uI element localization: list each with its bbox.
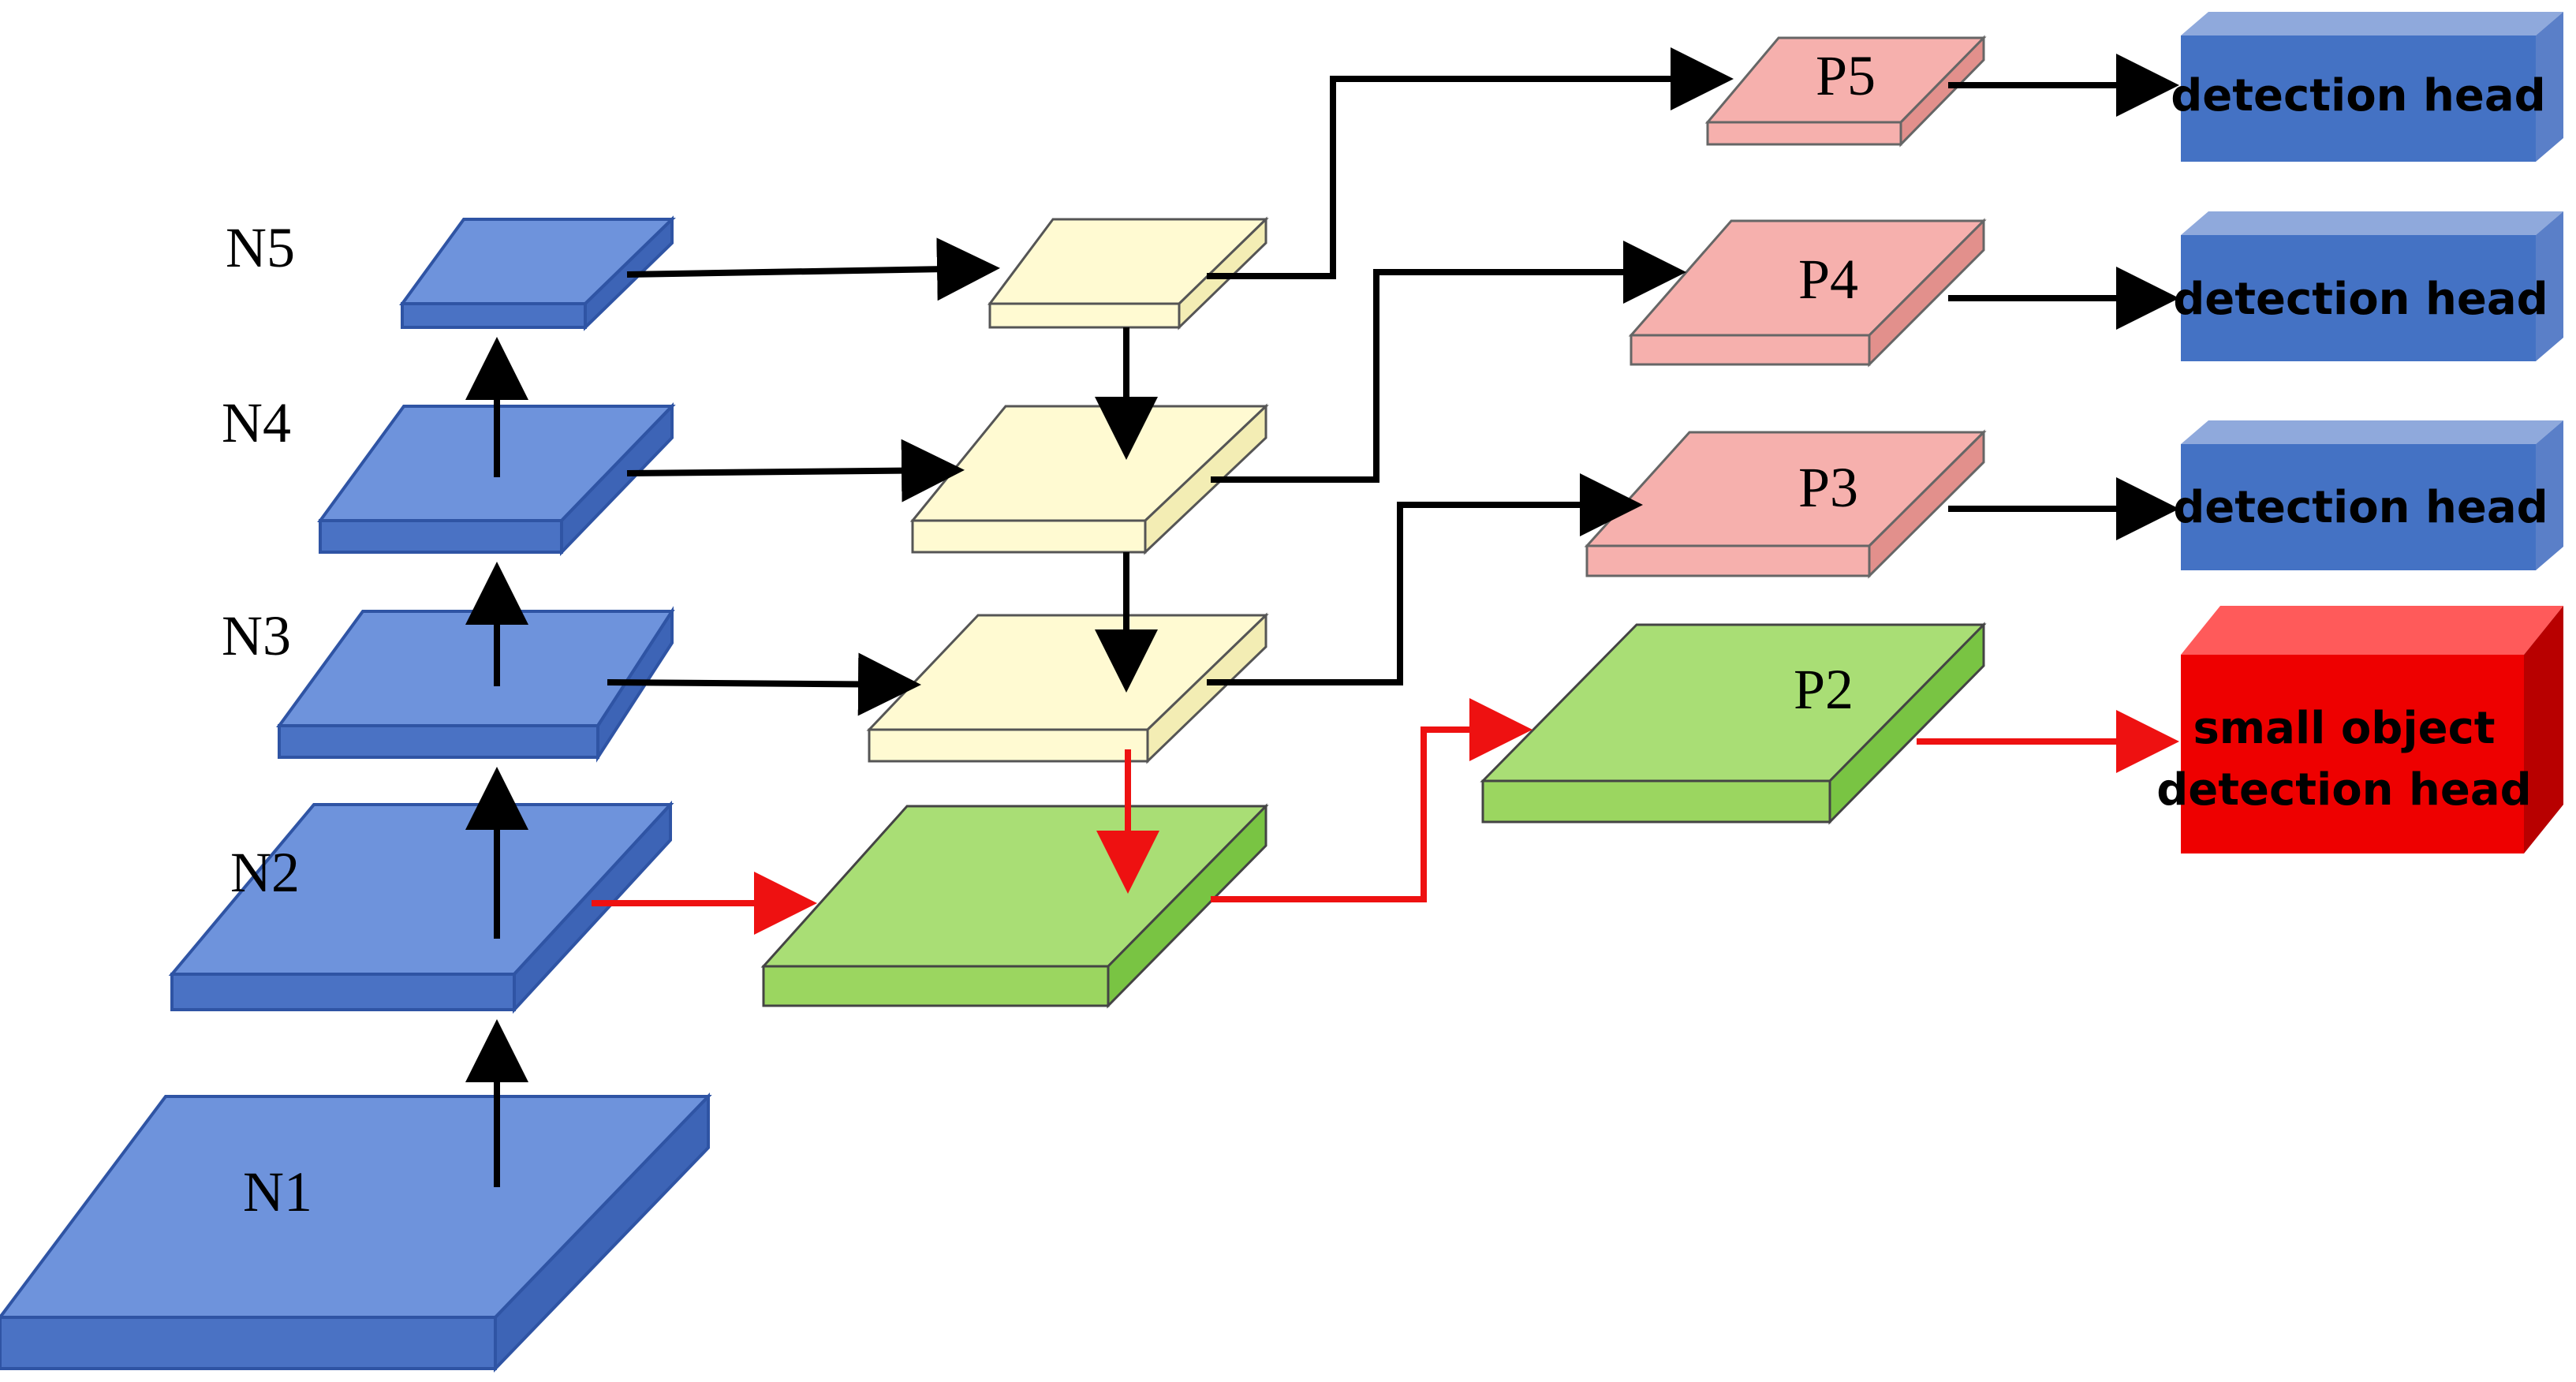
small-object-detection-head: small object detection head <box>2156 606 2563 853</box>
label-p2: P2 <box>1794 658 1854 721</box>
backbone-block-n2: N2 <box>168 800 674 1014</box>
label-n5: N5 <box>226 216 295 279</box>
label-p4: P4 <box>1798 248 1858 311</box>
detection-head-1: detection head <box>2171 12 2563 162</box>
arrow-n4-neck <box>626 439 965 502</box>
arrow-neck-p5 <box>1207 47 1734 279</box>
backbone-block-n1: N1 <box>0 1093 712 1373</box>
arrow-neck-p3 <box>1207 473 1643 685</box>
neck-block-green <box>760 803 1269 1009</box>
backbone-block-n3: N3 <box>222 604 675 763</box>
neck-block-middle <box>909 403 1269 555</box>
label-p3: P3 <box>1798 456 1858 519</box>
backbone-block-n5: N5 <box>226 215 676 331</box>
red-arrows <box>592 698 2179 935</box>
detection-head-3: detection head <box>2173 420 2563 570</box>
arrow-n3-neck <box>607 652 921 716</box>
head-3-label: detection head <box>2173 482 2548 533</box>
black-arrows <box>465 47 2179 1187</box>
arrow-green-p2 <box>1211 698 1533 902</box>
output-block-p5: P5 <box>1704 35 1987 148</box>
label-n2: N2 <box>230 841 300 904</box>
small-head-label-line1: small object <box>2193 703 2495 754</box>
arrow-neck-p4 <box>1211 241 1686 483</box>
head-2-label: detection head <box>2173 274 2548 325</box>
label-p5: P5 <box>1816 44 1876 107</box>
arrow-n5-neck <box>626 237 1000 301</box>
neck-block-lower <box>866 612 1269 764</box>
backbone-block-n4: N4 <box>222 391 676 556</box>
output-block-p3: P3 <box>1584 429 1987 579</box>
small-head-label-line2: detection head <box>2156 764 2532 816</box>
label-n3: N3 <box>222 604 291 667</box>
label-n4: N4 <box>222 391 291 454</box>
head-1-label: detection head <box>2171 70 2546 121</box>
output-block-p4: P4 <box>1628 218 1987 368</box>
detection-head-2: detection head <box>2173 211 2563 361</box>
label-n1: N1 <box>243 1160 312 1223</box>
output-block-p2: P2 <box>1480 622 1987 825</box>
